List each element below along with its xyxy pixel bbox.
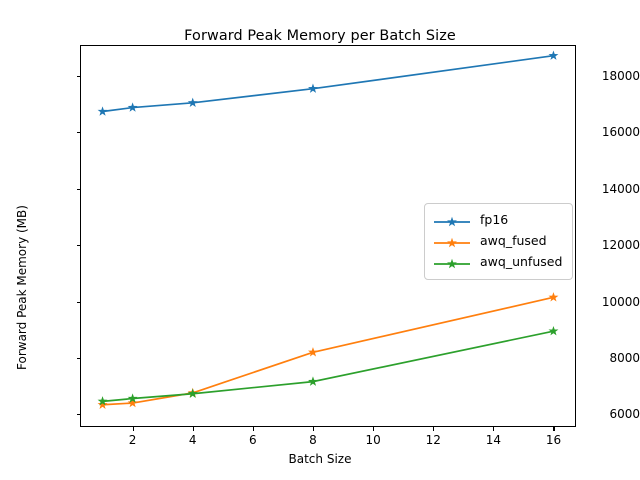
legend-label: awq_fused [480, 233, 547, 249]
series-line [101, 296, 555, 406]
series-awq_unfused [97, 325, 559, 406]
y-tick-label: 8000 [609, 350, 640, 365]
legend-swatch-icon [433, 235, 471, 249]
x-tick-label: 12 [425, 433, 441, 447]
y-tick-label: 16000 [601, 125, 640, 140]
x-tick-mark [312, 427, 315, 431]
y-tick-label: 14000 [601, 181, 640, 196]
y-tick-label: 18000 [601, 69, 640, 83]
y-tick-mark [76, 132, 80, 134]
axes-frame [80, 45, 576, 427]
series-line [101, 54, 555, 113]
y-tick-mark [76, 245, 80, 247]
data-point-marker [127, 102, 138, 112]
chart-title: Forward Peak Memory per Batch Size [184, 28, 456, 44]
series-line [101, 330, 555, 403]
data-point-marker [308, 83, 318, 93]
x-tick-label: 6 [249, 433, 257, 447]
legend-label: fp16 [480, 212, 509, 228]
y-tick-label: 10000 [601, 294, 640, 309]
x-axis-label: Batch Size [288, 452, 352, 466]
data-point-marker [187, 388, 198, 398]
data-point-marker [97, 106, 108, 116]
x-tick-label: 8 [309, 433, 317, 447]
series-awq_fused [97, 292, 559, 409]
legend-label: awq_unfused [480, 254, 563, 270]
x-tick-label: 14 [485, 433, 501, 447]
data-point-marker [97, 396, 108, 406]
y-tick-label: 6000 [609, 407, 640, 422]
y-tick-mark [76, 414, 80, 416]
legend[interactable]: fp16 awq_fused awq_unfused [424, 203, 574, 280]
x-tick-mark [433, 427, 435, 431]
x-tick-label: 10 [365, 433, 381, 447]
data-point-marker [308, 347, 318, 357]
y-tick-mark [76, 188, 80, 190]
data-point-marker [187, 97, 198, 107]
y-axis-label: Forward Peak Memory (MB) [15, 205, 29, 370]
data-point-marker [548, 325, 559, 336]
legend-item-awq_fused[interactable]: awq_fused [433, 231, 562, 252]
y-tick-label: 12000 [601, 238, 640, 253]
x-tick-mark [192, 427, 194, 431]
data-point-marker [308, 376, 318, 386]
plot-area [76, 45, 576, 431]
legend-swatch-icon [433, 256, 471, 270]
x-tick-mark [493, 427, 495, 431]
legend-item-fp16[interactable]: fp16 [433, 210, 562, 231]
legend-swatch-icon [433, 214, 471, 228]
y-tick-mark [76, 301, 80, 303]
legend-item-awq_unfused[interactable]: awq_unfused [433, 252, 562, 273]
series-fp16 [97, 50, 559, 116]
x-tick-mark [553, 427, 555, 431]
data-point-marker [127, 397, 138, 408]
x-tick-mark [132, 427, 134, 431]
data-point-marker [548, 50, 559, 60]
data-point-marker [548, 292, 559, 302]
x-tick-label: 16 [545, 433, 562, 447]
x-tick-mark [373, 427, 375, 431]
data-point-marker [97, 399, 108, 409]
y-tick-mark [76, 357, 80, 359]
x-tick-mark [252, 427, 254, 431]
series-layer [97, 50, 559, 409]
data-point-marker [127, 393, 138, 403]
x-tick-label: 4 [188, 433, 197, 447]
x-tick-label: 2 [128, 433, 137, 447]
y-tick-mark [76, 76, 80, 78]
